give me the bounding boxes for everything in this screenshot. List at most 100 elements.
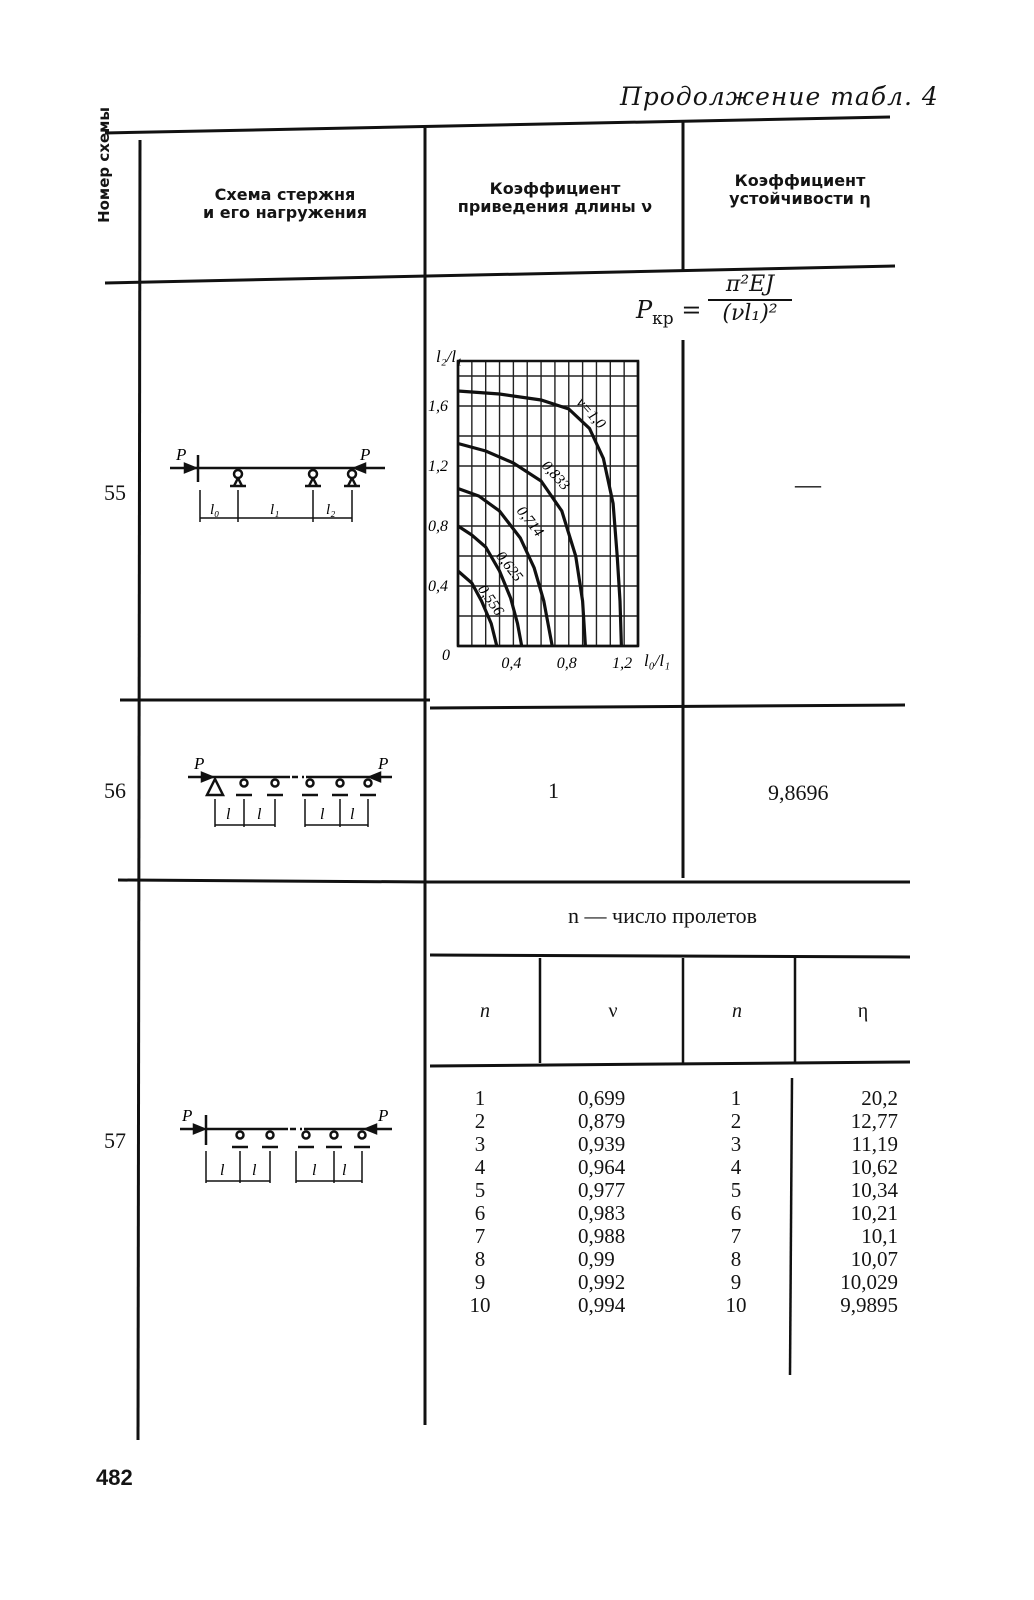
row57-eta-cell-6: 10,21 [850, 1201, 898, 1225]
scheme57-label-l-2: l [252, 1162, 257, 1179]
page-number: 482 [96, 1465, 133, 1490]
row57-nu-cell-4: 0,964 [578, 1155, 626, 1179]
row57-n1-cell-5: 5 [474, 1178, 486, 1202]
row57-nu-cell-6: 0,983 [578, 1201, 626, 1225]
curve-4 [457, 524, 524, 647]
row57-n2-cell-3: 3 [730, 1132, 742, 1156]
scheme56-label-p-left: P [193, 755, 204, 773]
row57-n2-cell-2: 2 [730, 1109, 742, 1133]
row57-n1-cell-1: 1 [474, 1086, 486, 1110]
scheme56-label-p-right: P [377, 755, 388, 773]
header-scheme-line2: и его нагружения [203, 203, 367, 222]
scheme-55: P P l₀ l₁ l₂ [170, 445, 385, 522]
row57-n1-cell-8: 8 [474, 1247, 486, 1271]
chart-curves [456, 389, 623, 647]
vline-1 [136, 139, 142, 1441]
scheme-56: P P l l l l [188, 755, 392, 827]
y-tick-2: 0,8 [428, 518, 448, 535]
y-axis-label: l₂/l₁ [436, 347, 462, 366]
row56-nu: 1 [548, 778, 559, 803]
y-tick-1: 0,4 [428, 578, 448, 595]
row57-n1-cell-2: 2 [474, 1109, 486, 1133]
header-nu-line2: приведения длины ν [457, 197, 653, 216]
row57-n2-cell-7: 7 [730, 1224, 742, 1248]
scheme56-label-l-1: l [226, 806, 231, 823]
scheme56-label-l-3: l [320, 806, 325, 823]
row57-nu-cell-9: 0,992 [578, 1270, 626, 1294]
scheme57-label-l-1: l [220, 1162, 225, 1179]
y-tick-3: 1,2 [428, 458, 448, 475]
header-scheme-line1: Схема стержня [214, 185, 356, 204]
row57-nu-cell-5: 0,977 [578, 1178, 626, 1202]
formula-lhs: Pкр = [636, 296, 702, 329]
plot-frame [456, 359, 640, 648]
row57-eta-cell-8: 10,07 [850, 1247, 898, 1271]
row-number-56: 56 [104, 778, 126, 803]
row57-nu-cell-1: 0,699 [578, 1086, 626, 1110]
curve-5 [456, 569, 499, 647]
scheme57-label-p-left: P [181, 1106, 192, 1125]
row57-n1-cell-4: 4 [474, 1155, 486, 1179]
row57-eta-cell-1: 20,2 [861, 1086, 898, 1110]
row57-eta-cell-4: 10,62 [850, 1155, 898, 1179]
row57-head-n2: n [732, 1000, 742, 1022]
rule-header-bottom [104, 264, 896, 285]
formula-denominator: (νl₁)² [722, 301, 778, 326]
row57-nu-cell-10: 0,994 [578, 1293, 626, 1317]
scheme-57: P P l l l l [180, 1106, 392, 1183]
row57-eta-cell-9: 10,029 [840, 1270, 898, 1294]
curve-3 [457, 486, 554, 647]
row57-nu-cell-2: 0,879 [578, 1109, 626, 1133]
scheme57-label-l-4: l [342, 1162, 347, 1179]
header-eta-line2: устойчивости η [729, 189, 871, 208]
row57-head-eta: η [857, 1000, 869, 1022]
scheme55-label-l2: l₂ [326, 502, 335, 518]
row56-eta: 9,8696 [768, 780, 829, 805]
scheme57-label-l-3: l [312, 1162, 317, 1179]
row-number-55: 55 [104, 480, 126, 505]
row57-eta-cell-10: 9,9895 [840, 1293, 898, 1317]
row57-n2-cell-4: 4 [730, 1155, 742, 1179]
row57-n2-cell-6: 6 [730, 1201, 742, 1225]
curve-label-5: 0,556 [474, 582, 507, 619]
row57-n1-cell-7: 7 [474, 1224, 486, 1248]
origin-label: 0 [442, 647, 450, 664]
continuation-title: Продолжение табл. 4 [620, 82, 939, 111]
rule-header-top [104, 115, 891, 135]
x-tick-1: 0,4 [501, 655, 521, 672]
scheme55-label-p-right: P [359, 445, 370, 464]
scheme55-label-l0: l₀ [210, 502, 219, 518]
scheme56-label-l-4: l [350, 806, 355, 823]
row57-n2-cell-9: 9 [730, 1270, 742, 1294]
curve-label-1: ν=1,0 [573, 395, 609, 432]
scheme55-label-l1: l₁ [270, 502, 279, 518]
row57-n1-cell-10: 10 [469, 1293, 491, 1317]
header-number: Номер схемы [95, 107, 113, 223]
row57-eta-cell-2: 12,77 [850, 1109, 898, 1133]
row57-head-n1: n [480, 1000, 490, 1022]
rule-row57-head-bottom [429, 1060, 911, 1068]
row57-nu-cell-7: 0,988 [578, 1224, 626, 1248]
curve-2 [457, 441, 587, 647]
scheme55-label-p-left: P [175, 445, 186, 464]
row57-n2-cell-5: 5 [730, 1178, 742, 1202]
row57-nu-cell-8: 0,99 [578, 1247, 615, 1271]
row57-caption: n — число пролетов [568, 903, 758, 928]
rule-row57-caption-bottom [429, 953, 911, 959]
row57-eta-cell-3: 11,19 [851, 1132, 898, 1156]
vline-57-d [788, 1077, 794, 1376]
header-nu-line1: Коэффициент [489, 179, 621, 198]
row57-n1-cell-9: 9 [474, 1270, 486, 1294]
x-tick-2: 0,8 [557, 655, 577, 672]
row57-n2-cell-10: 10 [725, 1293, 747, 1317]
row57-n1-cell-6: 6 [474, 1201, 486, 1225]
header-eta-line1: Коэффициент [734, 171, 866, 190]
x-axis-label: l₀/l₁ [644, 651, 670, 670]
row55-eta: — [795, 470, 821, 499]
